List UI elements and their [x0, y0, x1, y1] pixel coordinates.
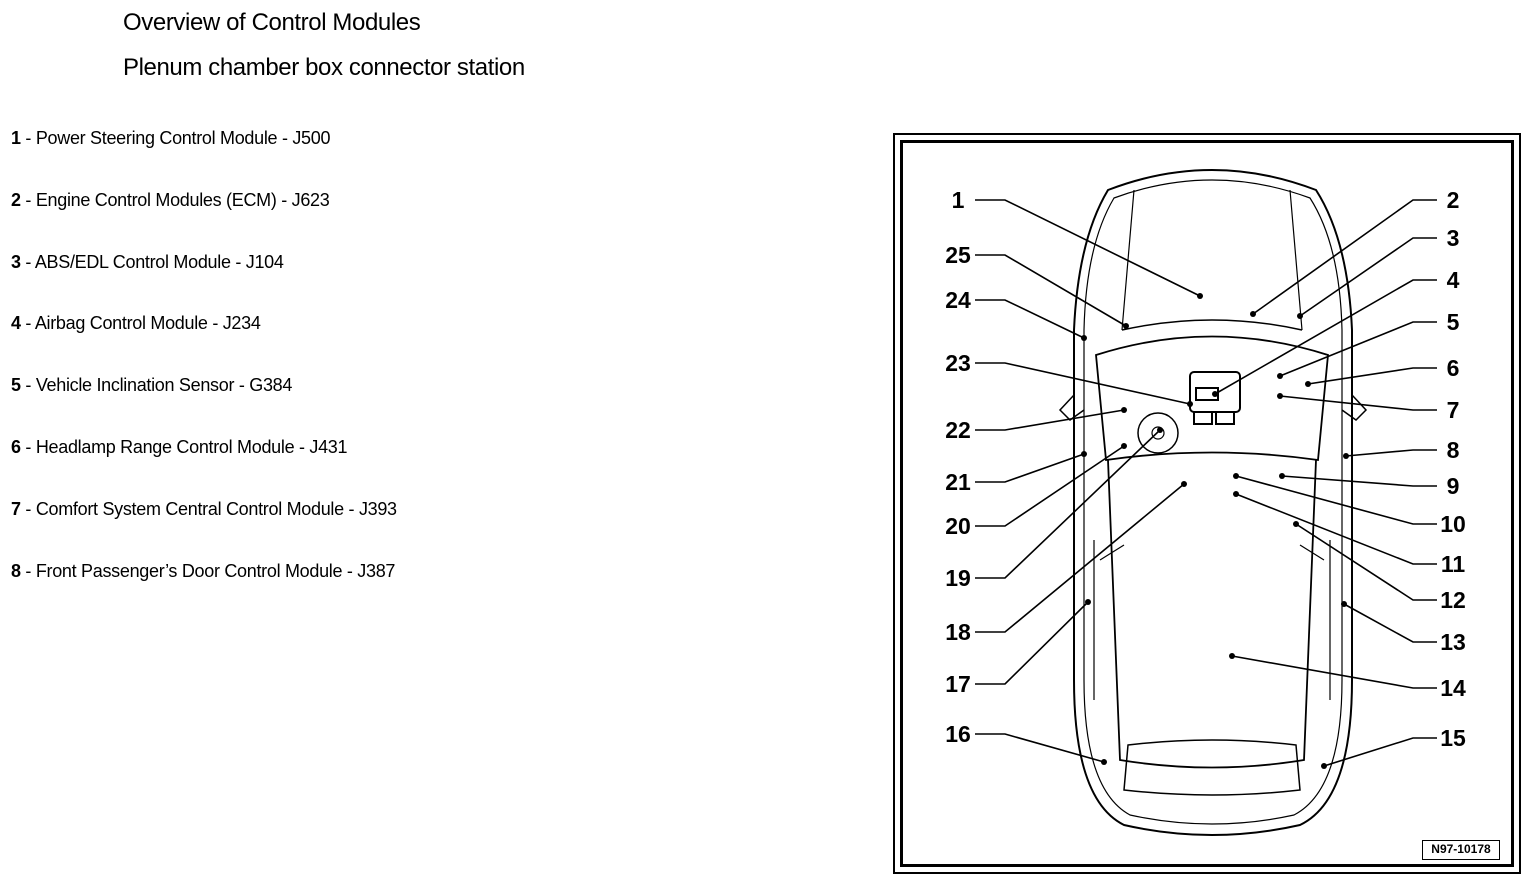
callout-4: 4: [1447, 267, 1460, 293]
leader-lines: [975, 199, 1437, 767]
legend-item: 1 - Power Steering Control Module - J500: [11, 128, 331, 148]
callout-16: 16: [945, 721, 971, 747]
callout-25: 25: [945, 242, 971, 268]
callout-1: 1: [952, 187, 965, 213]
legend-item: 2 - Engine Control Modules (ECM) - J623: [11, 189, 330, 210]
callout-8: 8: [1447, 437, 1460, 463]
callout-20: 20: [945, 513, 971, 539]
legend-number: 6: [11, 436, 21, 457]
legend-text: Power Steering Control Module - J500: [35, 128, 331, 148]
callout-24: 24: [945, 287, 971, 313]
callout-15: 15: [1440, 725, 1466, 751]
legend-number: 5: [11, 375, 21, 396]
page-title: Overview of Control Modules: [123, 9, 421, 36]
legend-number: 1: [11, 128, 21, 148]
callout-14: 14: [1440, 675, 1466, 701]
callout-17: 17: [945, 671, 971, 697]
legend-item: 4 - Airbag Control Module - J234: [11, 313, 261, 334]
callout-12: 12: [1440, 587, 1466, 613]
legend-text: Engine Control Modules (ECM) - J623: [35, 189, 330, 210]
callout-2: 2: [1447, 187, 1460, 213]
figure-id: N97-10178: [1422, 840, 1500, 860]
diagram-inner-frame: [900, 140, 1514, 867]
legend-text: Headlamp Range Control Module - J431: [35, 436, 348, 457]
legend-text: Front Passenger’s Door Control Module - …: [35, 560, 396, 581]
legend-number: 3: [11, 251, 21, 272]
callout-19: 19: [945, 565, 971, 591]
leader-endpoints: [1081, 293, 1349, 769]
callout-13: 13: [1440, 629, 1466, 655]
legend-number: 2: [11, 189, 21, 210]
legend-text: Vehicle Inclination Sensor - G384: [35, 375, 293, 396]
callout-10: 10: [1440, 511, 1466, 537]
callout-labels: 1 2 3 4 5 6 7 8 9 10 11 12 13 14 15 16 1…: [945, 187, 1466, 751]
legend-number: 4: [11, 313, 21, 334]
legend-item: 8 - Front Passenger’s Door Control Modul…: [11, 560, 396, 581]
callout-18: 18: [945, 619, 971, 645]
callout-21: 21: [945, 469, 971, 495]
legend-item: 5 - Vehicle Inclination Sensor - G384: [11, 375, 293, 396]
legend-item: 7 - Comfort System Central Control Modul…: [11, 498, 397, 519]
diagram-frame: [893, 133, 1521, 874]
callout-6: 6: [1447, 355, 1460, 381]
legend-text: Airbag Control Module - J234: [34, 313, 261, 334]
callout-5: 5: [1447, 309, 1460, 335]
legend-number: 8: [11, 560, 21, 581]
callout-22: 22: [945, 417, 971, 443]
callout-3: 3: [1447, 225, 1460, 251]
module-legend: 1 - Power Steering Control Module - J500…: [11, 128, 397, 622]
legend-item: 6 - Headlamp Range Control Module - J431: [11, 436, 348, 457]
page-subtitle: Plenum chamber box connector station: [123, 54, 525, 81]
callout-23: 23: [945, 350, 971, 376]
callout-9: 9: [1447, 473, 1460, 499]
callout-11: 11: [1441, 551, 1466, 577]
legend-number: 7: [11, 498, 21, 519]
legend-text: Comfort System Central Control Module - …: [35, 498, 397, 519]
legend-text: ABS/EDL Control Module - J104: [34, 251, 284, 272]
callout-7: 7: [1447, 397, 1460, 423]
car-outline: [1058, 169, 1368, 836]
legend-item: 3 - ABS/EDL Control Module - J104: [11, 251, 284, 272]
